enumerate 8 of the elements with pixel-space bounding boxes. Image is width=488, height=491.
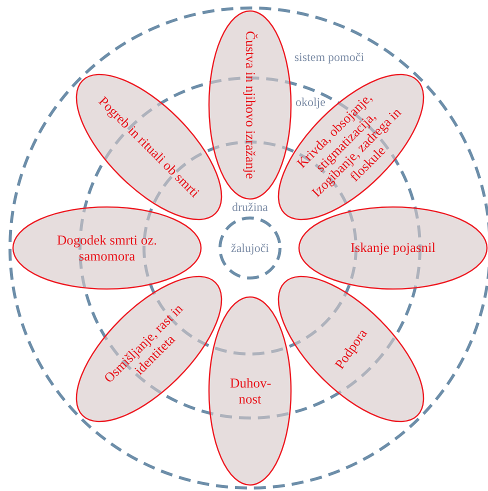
petal-label: Čustva in njihovo izražanje — [242, 30, 258, 182]
petal-label: Dogodek smrti oz. samomora — [56, 232, 158, 264]
ring-label: sistem pomoči — [294, 50, 364, 63]
ring-label: družina — [232, 201, 268, 213]
ring-label: okolje — [295, 96, 326, 108]
petal-label: Duhov-nost — [230, 375, 270, 407]
petal-label: Iskanje pojasnil — [349, 240, 437, 256]
ring-label: žalujoči — [231, 242, 269, 254]
